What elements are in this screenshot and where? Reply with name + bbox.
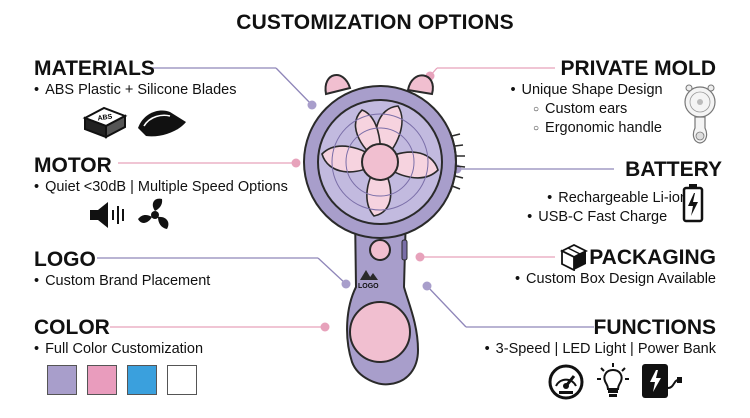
fan-power-button (369, 239, 391, 261)
color-section: COLOR Full Color Customization (34, 316, 203, 359)
abs-block-icon: ABS (82, 106, 128, 139)
private-mold-bullet: Unique Shape Design (510, 81, 666, 100)
materials-bullet: ABS Plastic + Silicone Blades (34, 81, 236, 100)
speedometer-icon (548, 364, 584, 400)
private-mold-sub-handle: Ergonomic handle (533, 119, 662, 139)
handheld-fan-illustration (303, 74, 466, 386)
light-bulb-icon (597, 363, 629, 397)
logo-bullet: Custom Brand Placement (34, 272, 210, 291)
motor-bullet: Quiet <30dB | Multiple Speed Options (34, 178, 288, 197)
battery-icon (682, 184, 704, 223)
functions-heading: FUNCTIONS (593, 316, 717, 339)
page-title: CUSTOMIZATION OPTIONS (236, 11, 514, 34)
fan-logo-mark (360, 270, 378, 280)
functions-section: FUNCTIONS 3-Speed | LED Light | Power Ba… (485, 316, 716, 359)
motor-section: MOTOR Quiet <30dB | Multiple Speed Optio… (34, 154, 288, 197)
box-icon (560, 243, 588, 271)
logo-section: LOGO Custom Brand Placement (34, 248, 210, 291)
power-bank-icon (642, 364, 682, 398)
fan-sketch-icon (684, 84, 716, 144)
private-mold-heading: PRIVATE MOLD (560, 57, 716, 80)
materials-section: MATERIALS ABS Plastic + Silicone Blades (34, 57, 237, 100)
swatch-white[interactable] (167, 365, 197, 395)
battery-heading: BATTERY (625, 158, 722, 181)
functions-bullet: 3-Speed | LED Light | Power Bank (485, 340, 716, 359)
color-bullet: Full Color Customization (34, 340, 203, 359)
materials-heading: MATERIALS (34, 57, 155, 80)
fan-blade-icon (138, 198, 169, 229)
silicone-sheet-icon (138, 110, 186, 137)
battery-bullet-usbc: USB-C Fast Charge (527, 208, 668, 227)
svg-text:ABS: ABS (97, 113, 113, 122)
swatch-purple[interactable] (47, 365, 77, 395)
packaging-section: PACKAGING Custom Box Design Available (515, 246, 716, 289)
fan-logo-text: LOGO (358, 283, 379, 290)
battery-section: BATTERY Rechargeable Li-ion USB-C Fast C… (538, 158, 722, 227)
swatch-pink[interactable] (87, 365, 117, 395)
color-heading: COLOR (34, 316, 110, 339)
battery-bullet-liion: Rechargeable Li-ion (547, 189, 688, 208)
packaging-bullet: Custom Box Design Available (515, 270, 716, 289)
swatch-blue[interactable] (127, 365, 157, 395)
color-swatches (47, 365, 197, 395)
speaker-icon (90, 202, 124, 228)
private-mold-section: PRIVATE MOLD Unique Shape Design (522, 57, 716, 100)
materials-dot (307, 100, 317, 110)
packaging-heading: PACKAGING (589, 246, 716, 269)
logo-heading: LOGO (34, 248, 96, 271)
private-mold-sub-ears: Custom ears (533, 100, 627, 120)
motor-heading: MOTOR (34, 154, 112, 177)
